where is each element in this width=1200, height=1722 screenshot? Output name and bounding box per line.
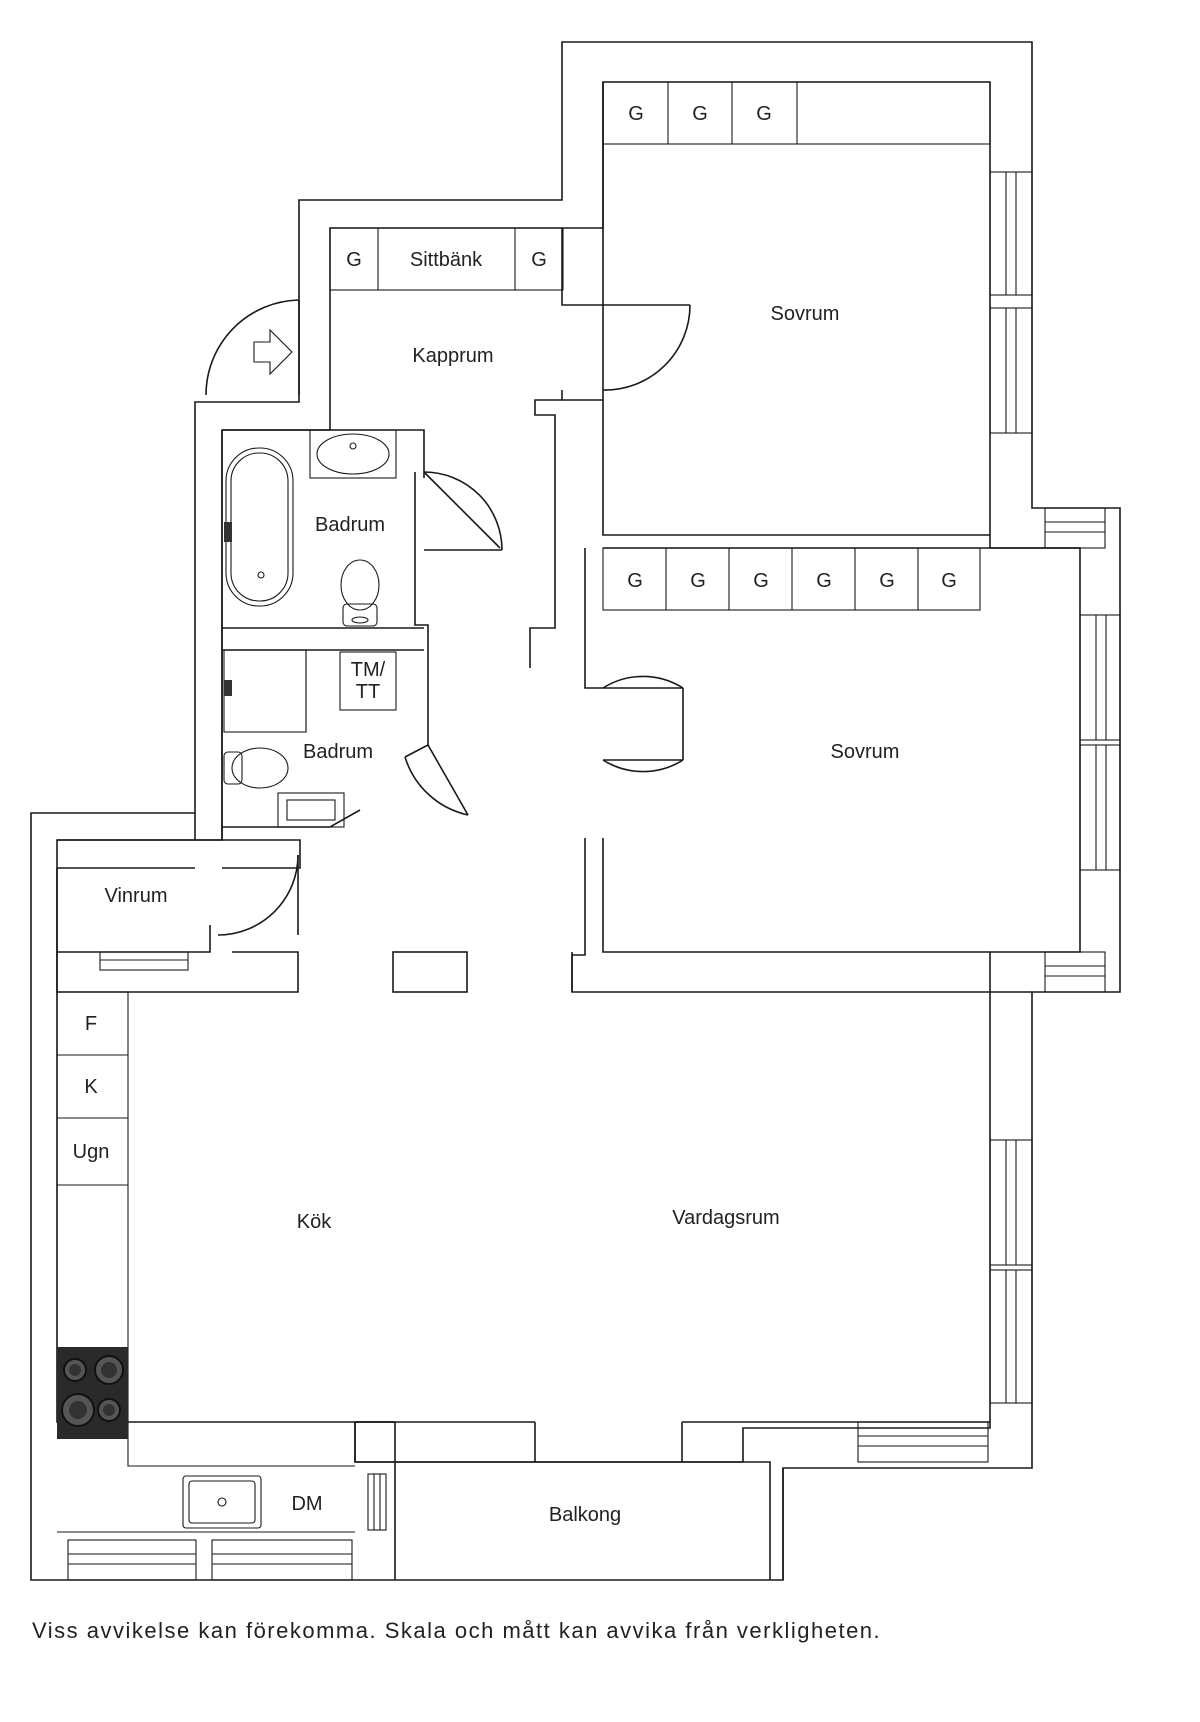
windows [67,171,1121,1581]
kitchen-cabinets [56,991,355,1533]
sink-icon [277,792,345,828]
outer-walls [30,41,1121,1581]
wardrobe-label: G [628,103,644,125]
shower-icon [223,649,307,733]
tm-tt-label-2: TT [356,681,380,703]
doors [205,299,691,936]
entrance-arrow-icon [253,328,293,376]
room-label-sovrum-top: Sovrum [771,303,840,325]
room-label-badrum-top: Badrum [315,514,385,536]
room-label-sovrum-mid: Sovrum [831,741,900,763]
wardrobe-label: G [627,570,643,592]
room-label-balkong: Balkong [549,1504,621,1526]
oven-label: Ugn [73,1141,110,1163]
room-label-badrum-bottom: Badrum [303,741,373,763]
sittbank-label: Sittbänk [410,249,483,271]
room-label-vinrum: Vinrum [105,885,168,907]
wardrobes-kapprum [329,227,564,291]
wardrobes-sovrum-top [602,81,991,145]
wardrobe-label: G [531,249,547,271]
wardrobe-label: G [879,570,895,592]
wardrobe-label: G [692,103,708,125]
room-label-kapprum: Kapprum [412,345,493,367]
disclaimer-text: Viss avvikelse kan förekomma. Skala och … [32,1618,882,1643]
wardrobe-label: G [941,570,957,592]
fridge-label: F [85,1013,97,1035]
wardrobe-label: G [753,570,769,592]
wardrobe-label: G [690,570,706,592]
room-label-vardagsrum: Vardagsrum [672,1207,779,1229]
wardrobes-sovrum-mid [602,547,981,611]
wardrobe-label: G [816,570,832,592]
sink-icon [309,429,397,479]
room-label-kok: Kök [297,1211,332,1233]
wardrobe-label: G [346,249,362,271]
bathtub-icon [224,447,294,607]
toilet-icon [223,747,289,789]
tm-tt-label-1: TM/ [351,659,386,681]
washer-dryer-icon [339,651,397,711]
interior-walls [56,82,1080,1580]
wardrobe-label: G [756,103,772,125]
toilet-icon [340,559,380,627]
stove-icon [57,1347,128,1439]
kitchen-sink-icon [182,1475,262,1529]
freezer-label: K [84,1076,98,1098]
dishwasher-label: DM [291,1493,322,1515]
